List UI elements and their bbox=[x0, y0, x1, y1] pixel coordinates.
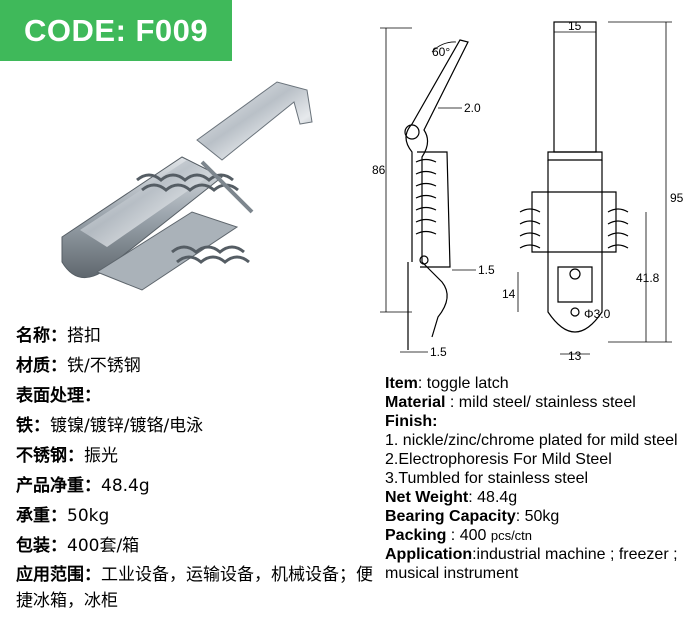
dim-pin-offset: 1.5 bbox=[478, 263, 495, 277]
spec-material-cn: 材质：铁/不锈钢 bbox=[16, 356, 141, 376]
spec-application-cn: 应用范围：工业设备，运输设备，机械设备；便捷冰箱，冰柜 bbox=[16, 565, 373, 611]
spec-iron-cn: 铁：镀镍/镀锌/镀铬/电泳 bbox=[16, 416, 204, 436]
dim-hook-thickness: 2.0 bbox=[464, 101, 481, 115]
dim-base-width: 13 bbox=[568, 349, 582, 363]
spec-weight-en: Net Weight: 48.4g bbox=[385, 489, 518, 506]
spec-finish-3: 3.Tumbled for stainless steel bbox=[385, 470, 589, 487]
dim-bottom-offset: 14 bbox=[502, 287, 516, 301]
spec-packing-en: Packing : 400 pcs/ctn bbox=[385, 527, 533, 544]
spec-name-cn: 名称：搭扣 bbox=[16, 326, 101, 346]
spec-application-en: Application:industrial machine ; freezer… bbox=[385, 546, 678, 582]
spec-weight-cn: 产品净重：48.4g bbox=[16, 476, 150, 496]
spec-packing-cn: 包装：400套/箱 bbox=[16, 536, 140, 556]
spec-material-en: Material : mild steel/ stainless steel bbox=[385, 394, 636, 411]
spec-list-en: Item: toggle latch Material : mild steel… bbox=[385, 374, 697, 583]
spec-list-cn: 名称：搭扣 材质：铁/不锈钢 表面处理： 铁：镀镍/镀锌/镀铬/电泳 不锈钢：振… bbox=[16, 326, 381, 624]
spec-finish-2: 2.Electrophoresis For Mild Steel bbox=[385, 451, 612, 468]
dim-top-width: 15 bbox=[568, 19, 582, 33]
product-photo bbox=[61, 81, 313, 291]
dim-base-thickness: 1.5 bbox=[430, 345, 447, 359]
dim-hole-diameter: Φ3.0 bbox=[584, 307, 611, 321]
dim-angle: 60° bbox=[432, 45, 450, 59]
product-code-badge: CODE: F009 bbox=[0, 0, 232, 61]
technical-drawing: 60° 2.0 86 1.5 1.5 15 95 41.8 14 Φ3.0 13 bbox=[372, 19, 684, 363]
spec-finish-en: Finish: bbox=[385, 413, 438, 430]
dim-total-height: 95 bbox=[670, 191, 684, 205]
dim-spring-height: 41.8 bbox=[636, 271, 660, 285]
spec-load-en: Bearing Capacity: 50kg bbox=[385, 508, 560, 525]
spec-stainless-cn: 不锈钢：振光 bbox=[16, 446, 118, 466]
spec-finish-1: 1. nickle/zinc/chrome plated for mild st… bbox=[385, 432, 678, 449]
product-code: CODE: F009 bbox=[24, 12, 209, 48]
spec-surface-cn: 表面处理： bbox=[16, 386, 101, 406]
dim-side-height: 86 bbox=[372, 163, 386, 177]
spec-load-cn: 承重：50kg bbox=[16, 506, 110, 526]
spec-item-en: Item: toggle latch bbox=[385, 375, 509, 392]
